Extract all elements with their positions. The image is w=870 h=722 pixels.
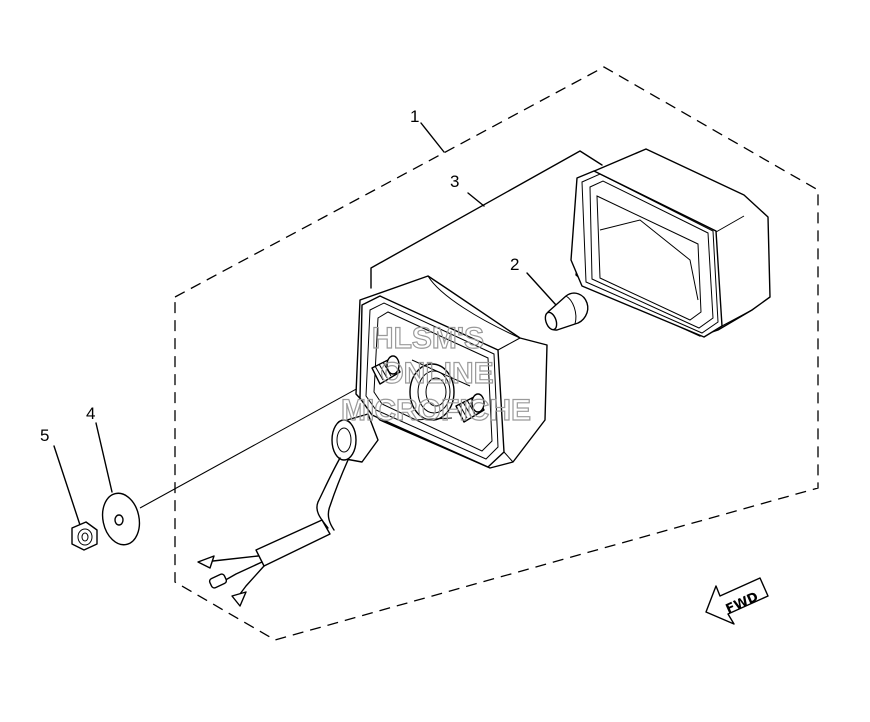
- arrow-left-down-icon: [705, 577, 769, 625]
- watermark: HLSM'S ONLINE MICROFICHE: [340, 321, 531, 427]
- socket-harness: [197, 413, 379, 607]
- callout-5: 5: [40, 426, 49, 445]
- watermark-line-1: HLSM'S: [372, 322, 484, 355]
- stud-lower: [455, 393, 485, 423]
- lens-housing-bracket: [370, 150, 603, 289]
- watermark-line-3: MICROFICHE: [341, 394, 531, 427]
- lamp-base: [355, 275, 548, 469]
- washer: [101, 492, 141, 546]
- callout-leader-3: [467, 192, 485, 207]
- bulb: [544, 292, 589, 331]
- watermark-line-2: ONLINE: [380, 357, 493, 390]
- stud-upper: [371, 355, 401, 385]
- assembly-boundary: [174, 66, 819, 641]
- fwd-indicator: FWD: [705, 577, 769, 625]
- nut: [71, 521, 98, 551]
- callout-leader-4: [95, 422, 113, 493]
- callout-3: 3: [450, 172, 459, 191]
- callout-2: 2: [510, 255, 519, 274]
- callout-4: 4: [86, 404, 95, 423]
- lens-housing: [570, 148, 771, 338]
- stud-axis-line: [139, 375, 381, 509]
- callout-1: 1: [410, 107, 419, 126]
- callout-leader-2: [526, 272, 557, 306]
- callout-leader-1: [420, 122, 445, 153]
- callout-leader-5: [53, 445, 81, 526]
